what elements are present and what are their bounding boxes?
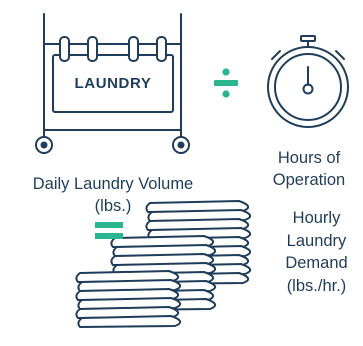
equals-icon: [95, 222, 123, 239]
towel-stack: [75, 270, 182, 328]
folded-towel: [110, 235, 215, 248]
hourly-laundry-demand-label: Hourly Laundry Demand (lbs./hr.): [270, 207, 363, 297]
demand-label-line-3: Demand: [285, 254, 348, 272]
folded-laundry-stacks-icon: [75, 200, 252, 328]
volume-label-line-2: (lbs.): [94, 197, 132, 215]
folded-towel: [75, 270, 180, 283]
divide-icon: [214, 68, 238, 98]
folded-towel: [110, 253, 215, 266]
stopwatch-icon: [267, 35, 349, 128]
demand-label-line-4: (lbs./hr.): [286, 276, 347, 295]
daily-laundry-volume-label: Daily Laundry Volume (lbs.): [0, 173, 226, 217]
folded-towel: [77, 279, 182, 292]
folded-towel: [75, 306, 180, 319]
hours-label-line-2: Operation: [272, 171, 346, 189]
cart-sign-label: LAUNDRY: [74, 75, 152, 92]
hours-of-operation-label: Hours of Operation: [258, 147, 360, 191]
folded-towel: [77, 297, 182, 310]
folded-towel: [77, 315, 182, 328]
demand-label-line-2: Laundry: [286, 231, 347, 250]
folded-towel: [75, 288, 180, 301]
folded-towel: [145, 218, 250, 231]
folded-towel: [112, 244, 217, 257]
volume-label-line-1: Daily Laundry Volume: [32, 175, 194, 193]
folded-towel: [147, 209, 252, 222]
hours-label-line-1: Hours of: [277, 149, 341, 167]
laundry-cart-icon: [35, 13, 190, 154]
folded-towel: [145, 200, 250, 213]
demand-label-line-1: Hourly: [292, 209, 341, 227]
